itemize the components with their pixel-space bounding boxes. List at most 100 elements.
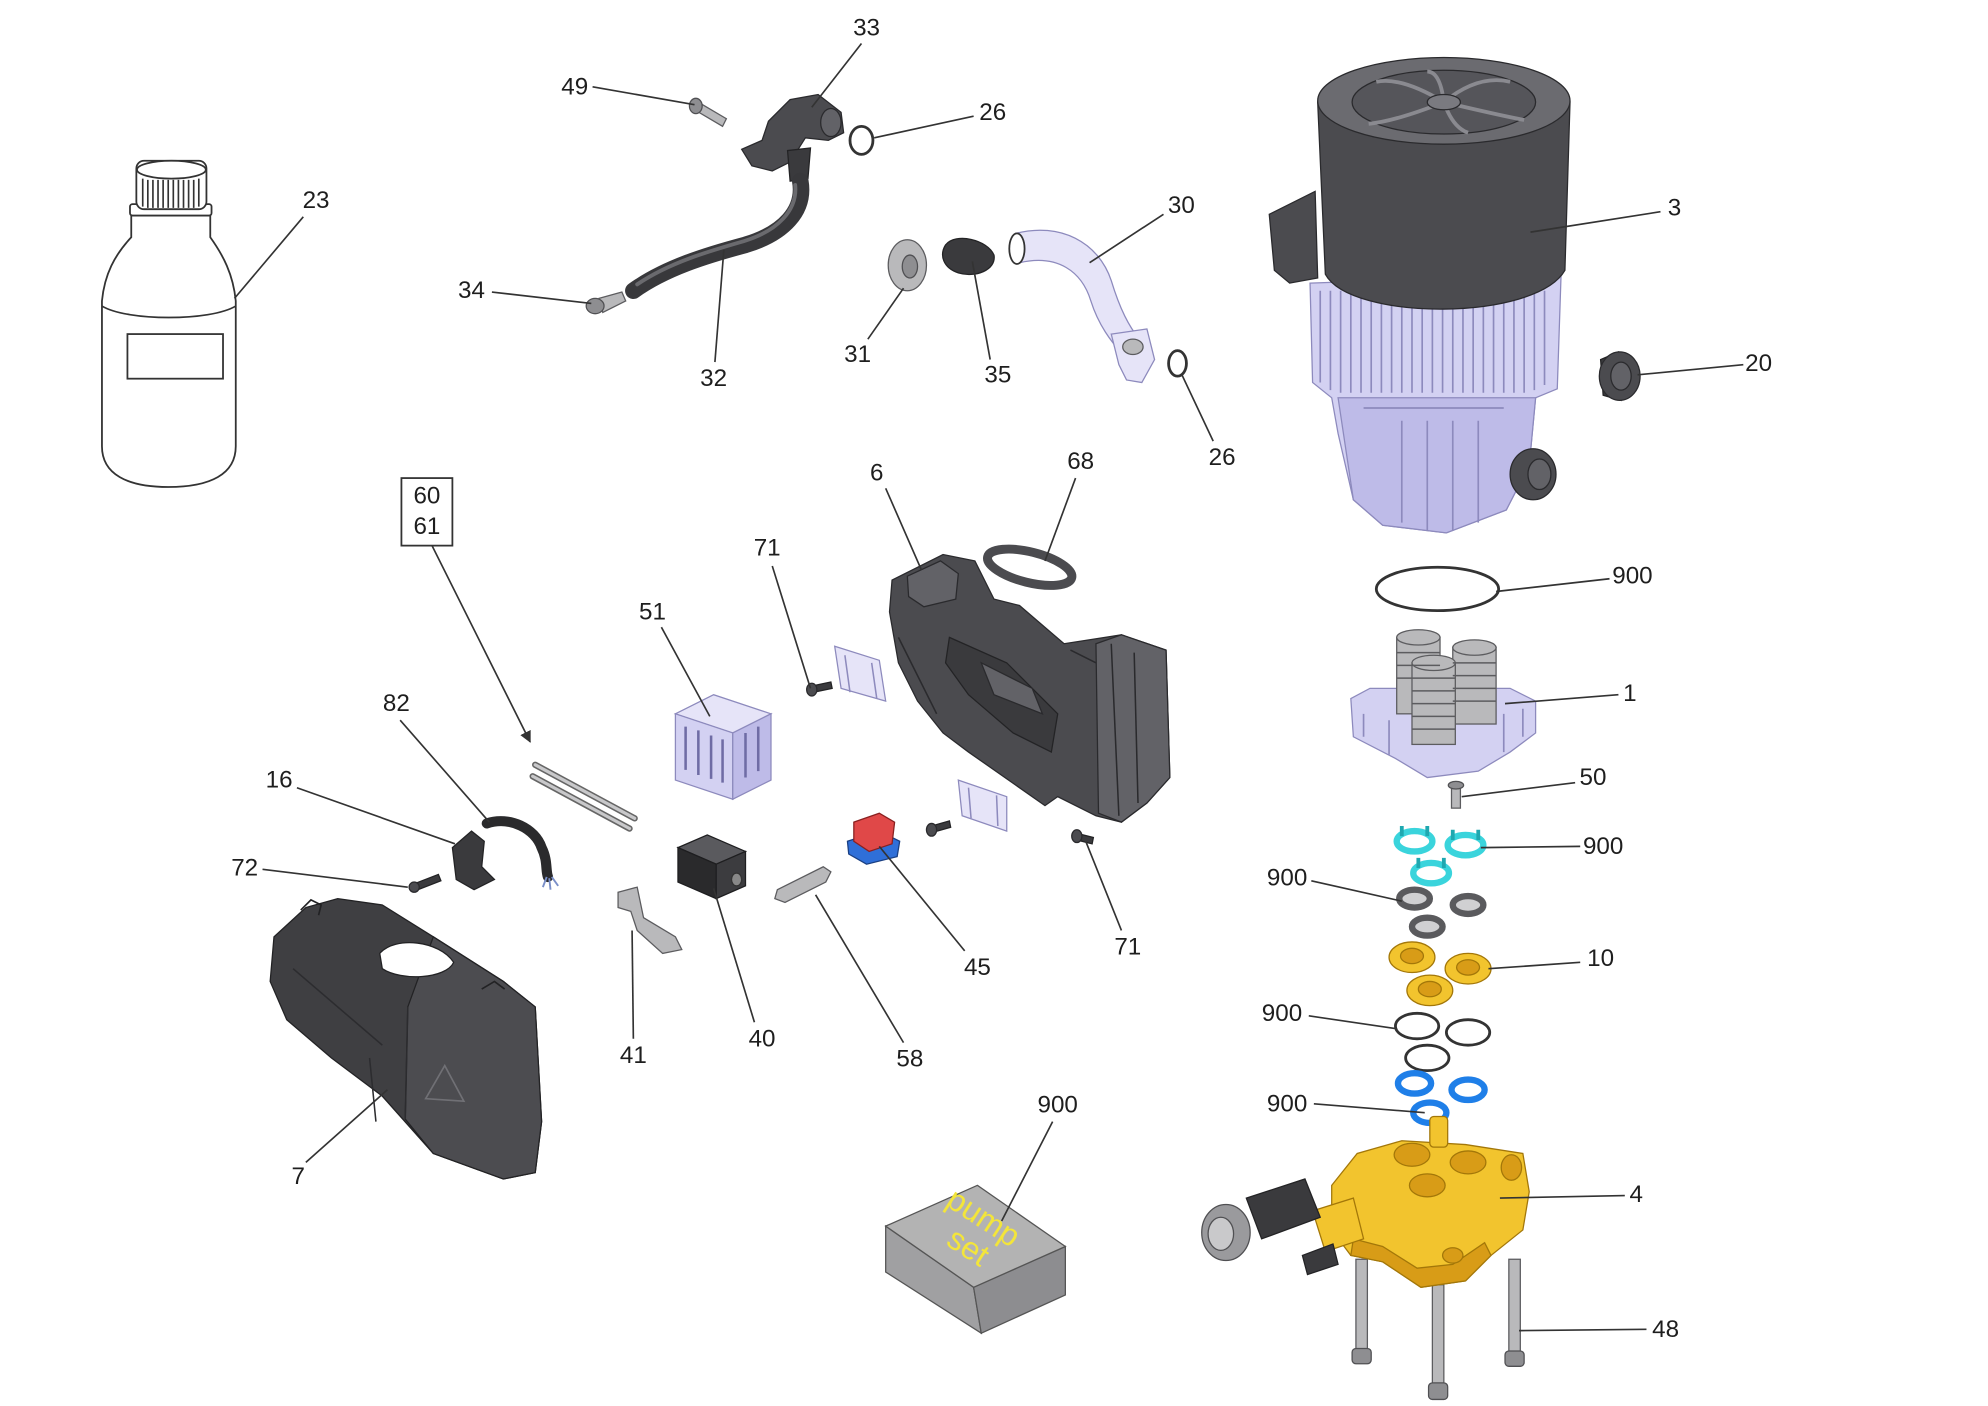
leader-line-45 xyxy=(878,845,966,952)
leader-line-16 xyxy=(296,786,456,845)
leader-line-6 xyxy=(884,487,923,571)
callout-10: 10 xyxy=(1587,945,1614,972)
leader-line-900-motor-oring xyxy=(1496,577,1610,593)
pump-head-port-left xyxy=(1393,1142,1431,1167)
callout-34: 34 xyxy=(458,277,485,304)
clip-part-34 xyxy=(585,291,627,315)
control-housing-part-6 xyxy=(888,553,1171,823)
housing-6-ledge xyxy=(980,661,1044,715)
kit-box-top-face xyxy=(884,1184,1067,1289)
blue-ring-left xyxy=(1394,1070,1435,1097)
cyan-ring-right xyxy=(1444,831,1487,859)
leader-line-40 xyxy=(712,888,756,1023)
callout-31: 31 xyxy=(844,341,871,368)
cyan-ring-tabs xyxy=(1399,825,1481,869)
callout-32: 32 xyxy=(700,365,727,392)
leader-line-48 xyxy=(1519,1328,1647,1332)
disc-31-inner xyxy=(901,254,919,279)
pump-valve-cartridge xyxy=(1245,1178,1322,1240)
hose-connector-port xyxy=(820,107,842,138)
rod-lower xyxy=(531,774,632,831)
screw-part-50 xyxy=(1447,780,1465,809)
cover-7-handle-opening xyxy=(379,941,455,978)
bottle-cap-top xyxy=(136,159,207,180)
ring-set-part-900-blue xyxy=(1394,1070,1488,1127)
contactor-51-side xyxy=(732,712,772,801)
switch-block-part-40 xyxy=(676,834,748,900)
callout-49: 49 xyxy=(561,73,588,100)
bracket-part-58 xyxy=(774,866,832,904)
oring-part-26-lower xyxy=(1167,349,1188,378)
callout-50: 50 xyxy=(1579,764,1606,791)
leader-line-900-grey xyxy=(1311,879,1402,902)
callout-4: 4 xyxy=(1630,1181,1643,1208)
cover-part-7 xyxy=(269,897,543,1180)
bolt-right xyxy=(1508,1258,1521,1360)
leader-line-72 xyxy=(262,868,408,888)
ring-set-part-900-grey xyxy=(1396,886,1487,939)
pump-relief-valve xyxy=(1301,1243,1339,1276)
bottle-part xyxy=(101,159,237,488)
pump-head-shadow xyxy=(1350,1238,1492,1288)
callout-labels: 33 49 26 23 34 32 30 31 35 26 3 20 6 68 … xyxy=(231,15,1772,1343)
leader-line-900-blue xyxy=(1313,1102,1425,1114)
ring-set-part-900-cyan xyxy=(1393,825,1487,887)
grey-ring-left xyxy=(1396,886,1434,911)
gasket-part-68 xyxy=(983,544,1077,590)
cylinder-rear-right-top xyxy=(1452,639,1497,656)
valve-cap-front-hole xyxy=(1417,980,1442,998)
motor-side-knob-face xyxy=(1527,458,1552,491)
motor-cover xyxy=(1317,101,1571,310)
callout-7: 7 xyxy=(291,1163,304,1190)
elbow-30-bracket xyxy=(1110,328,1156,384)
mounting-plate-lower-folds xyxy=(967,787,999,827)
leader-line-7 xyxy=(305,1089,388,1164)
cap-20-inner xyxy=(1610,361,1632,391)
leader-line-1 xyxy=(1504,693,1619,705)
pump-head-side-port xyxy=(1500,1154,1523,1181)
bolt-left xyxy=(1355,1258,1369,1357)
rod-upper xyxy=(533,763,637,820)
callout-35: 35 xyxy=(984,361,1011,388)
switch-45-body xyxy=(853,812,896,853)
housing-6-edge-lines xyxy=(897,637,1139,816)
oring-set-part-900-thin xyxy=(1394,1011,1492,1073)
hose-part-32 xyxy=(625,172,810,300)
callout-16: 16 xyxy=(266,767,293,794)
cylinder-rings xyxy=(1396,651,1497,730)
screw-71-right-head xyxy=(1071,829,1083,844)
callout-71-right: 71 xyxy=(1114,934,1141,961)
leader-line-34 xyxy=(491,291,592,305)
cylinder-rear-left-top xyxy=(1396,629,1441,646)
switch-part-45 xyxy=(846,812,901,865)
blue-ring-right xyxy=(1448,1076,1488,1104)
leader-line-71-left xyxy=(771,565,812,689)
cover-7-ridge-lines xyxy=(292,968,409,1122)
oring-part-900-motor xyxy=(1374,565,1501,613)
switch-40-terminal xyxy=(730,872,743,887)
callout-48: 48 xyxy=(1652,1316,1679,1343)
bolt-set-part-48 xyxy=(1351,1258,1525,1401)
callout-72: 72 xyxy=(231,855,258,882)
callout-20: 20 xyxy=(1745,350,1772,377)
callout-82: 82 xyxy=(383,690,410,717)
cap-part-35 xyxy=(942,237,995,276)
callout-900-cyan: 900 xyxy=(1583,833,1623,860)
bolt-right-head xyxy=(1504,1350,1525,1367)
clip-part-41 xyxy=(617,886,683,955)
screw-plate-lower xyxy=(925,820,952,837)
cylinder-rear-right xyxy=(1452,646,1497,725)
cylinder-head-part-1 xyxy=(1350,629,1537,779)
leader-line-32 xyxy=(714,249,725,363)
bottle-shoulder-line xyxy=(101,305,237,319)
elbow-30-fitting xyxy=(1122,338,1144,356)
cover-7-warning-triangle xyxy=(424,1063,466,1103)
screw-part-49 xyxy=(688,97,728,128)
elbow-30-mouth xyxy=(1008,232,1026,265)
callout-900-blue: 900 xyxy=(1267,1090,1307,1117)
leader-line-26-upper xyxy=(874,115,974,139)
bolt-left-head xyxy=(1351,1347,1372,1365)
grey-ring-right xyxy=(1449,892,1487,918)
screw-part-72 xyxy=(408,873,442,893)
cylinder-front-top xyxy=(1411,654,1456,672)
